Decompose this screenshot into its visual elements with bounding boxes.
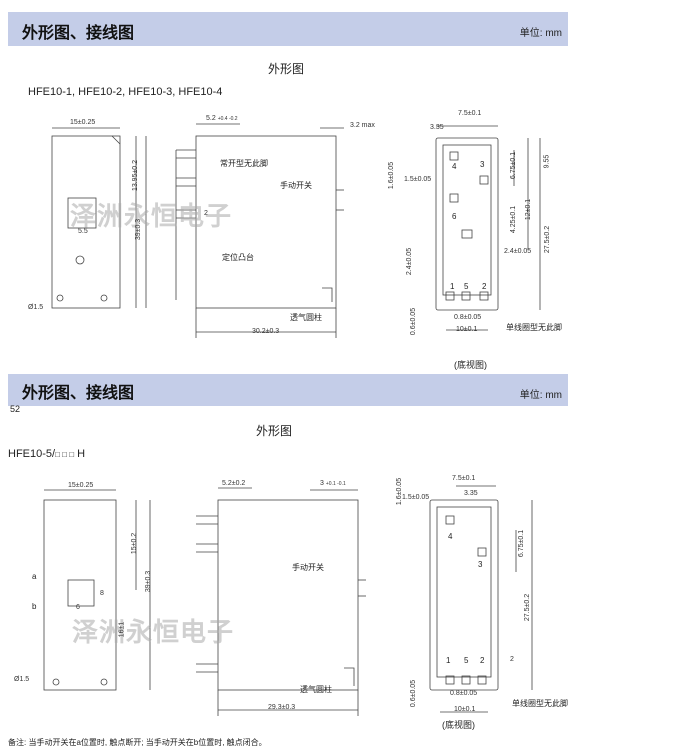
section2-title: 外形图、接线图 bbox=[22, 385, 135, 402]
s1-front-h2: 39±0.3 bbox=[135, 218, 143, 241]
s2-pin-3: 3 bbox=[478, 560, 483, 569]
section1-drawing-title: 外形图 bbox=[268, 62, 305, 76]
s1-bottom-675: 6.75±0.1 bbox=[510, 151, 518, 180]
s1-bottom-75: 7.5±0.1 bbox=[458, 110, 482, 117]
s2-bottom-675: 6.75±0.1 bbox=[518, 529, 526, 558]
s2-bottom-06: 0.6±0.05 bbox=[410, 679, 418, 708]
s2-label-vent: 透气圆柱 bbox=[300, 685, 332, 694]
s2-side-len: 29.3±0.3 bbox=[268, 704, 296, 711]
section2-unit: 单位: mm bbox=[519, 390, 562, 401]
section1-models: HFE10-1, HFE10-2, HFE10-3, HFE10-4 bbox=[28, 86, 223, 98]
s2-front-6: 6 bbox=[76, 604, 80, 611]
section1-header-band: 外形图、接线图 单位: mm bbox=[8, 12, 568, 46]
s1-label-no-pin: 常开型无此脚 bbox=[220, 159, 268, 168]
s2-pin-4: 4 bbox=[448, 532, 453, 541]
s1-side-len: 30.2±0.3 bbox=[252, 328, 280, 335]
s1-label-vent: 透气圆柱 bbox=[290, 313, 322, 322]
s1-bottom-425: 4.25±0.1 bbox=[510, 205, 518, 234]
s2-bottom-2: 2 bbox=[510, 656, 514, 663]
s1-bottom-body bbox=[435, 137, 499, 311]
s1-side-top: 5.2 +0.4 -0.2 bbox=[206, 115, 238, 122]
s2-front-h2: 39±0.3 bbox=[145, 570, 153, 593]
s1-pin-1: 1 bbox=[450, 282, 455, 291]
watermark-2: 泽洲永恒电子 bbox=[72, 617, 235, 647]
s1-side-max: 3.2 max bbox=[350, 122, 375, 129]
s2-front-h1: 15±0.2 bbox=[131, 532, 139, 555]
s2-label-single-pin: 单线圈型无此脚 bbox=[512, 699, 568, 708]
s2-bottom-16: 1.6±0.05 bbox=[396, 477, 404, 506]
s1-bottom-10: 10±0.1 bbox=[456, 326, 478, 333]
s1-bottom-16: 1.6±0.05 bbox=[388, 161, 396, 190]
s2-bottom-275: 27.5±0.2 bbox=[524, 593, 532, 622]
s1-bottom-335: 3.35 bbox=[430, 124, 444, 131]
s1-pin-5: 5 bbox=[464, 282, 469, 291]
s2-pin-2: 2 bbox=[480, 656, 485, 665]
s1-pin-3: 3 bbox=[480, 160, 485, 169]
s2-pin-5: 5 bbox=[464, 656, 469, 665]
s1-front-width: 15±0.25 bbox=[70, 119, 96, 126]
s1-bottom-955: 9.55 bbox=[543, 154, 551, 169]
page-number: 52 bbox=[10, 404, 21, 414]
s2-bottom-08: 0.8±0.05 bbox=[450, 690, 478, 697]
s2-front-width: 15±0.25 bbox=[68, 482, 94, 489]
s1-pin-6: 6 bbox=[452, 212, 457, 221]
s2-pin-1: 1 bbox=[446, 656, 451, 665]
s1-pin-2: 2 bbox=[482, 282, 487, 291]
s2-front-b: b bbox=[32, 602, 37, 611]
s2-front-16: 16±1 bbox=[118, 621, 126, 638]
watermark-1: 泽洲永恒电子 bbox=[70, 201, 233, 231]
s2-bottom-335: 3.35 bbox=[464, 490, 478, 497]
s2-bottom-body bbox=[429, 499, 499, 691]
s2-bottom-75: 7.5±0.1 bbox=[452, 475, 476, 482]
s1-side-pin: 2 bbox=[204, 210, 208, 217]
s1-bottom-08: 0.8±0.05 bbox=[454, 314, 482, 321]
s1-label-single-pin: 单线圈型无此脚 bbox=[506, 323, 562, 332]
section2-header-band: 外形图、接线图 单位: mm bbox=[8, 374, 568, 406]
s1-bottom-24b: 2.4±0.05 bbox=[504, 248, 532, 255]
s1-label-manual: 手动开关 bbox=[280, 181, 312, 190]
s1-bottom-12: 12±0.1 bbox=[525, 198, 533, 221]
s1-bottom-24a: 2.4±0.05 bbox=[406, 247, 414, 276]
s2-label-bottom-view: (底视图) bbox=[442, 720, 475, 730]
s1-bottom-275: 27.5±0.2 bbox=[544, 225, 552, 254]
s1-front-h1: 13.95±0.2 bbox=[132, 159, 140, 192]
s2-front-8: 8 bbox=[100, 590, 104, 597]
s1-side-body bbox=[195, 135, 337, 309]
s2-side-top: 5.2±0.2 bbox=[222, 480, 246, 487]
s2-side-body bbox=[217, 499, 359, 691]
section2-drawing-title: 外形图 bbox=[256, 424, 293, 438]
s2-label-manual: 手动开关 bbox=[292, 563, 324, 572]
footnote: 备注: 当手动开关在a位置时, 触点断开; 当手动开关在b位置时, 触点闭合。 bbox=[8, 738, 267, 747]
s1-label-boss: 定位凸台 bbox=[222, 253, 254, 262]
s1-pin-4: 4 bbox=[452, 162, 457, 171]
s2-front-body bbox=[43, 499, 117, 691]
s1-front-small: 5.5 bbox=[78, 228, 88, 235]
s1-bottom-06: 0.6±0.05 bbox=[410, 307, 418, 336]
s1-label-bottom-view: (底视图) bbox=[454, 360, 487, 370]
s2-front-hole: Ø1.5 bbox=[14, 676, 30, 683]
section1-title: 外形图、接线图 bbox=[22, 25, 135, 42]
s2-bottom-15: 1.5±0.05 bbox=[402, 494, 430, 501]
s2-bottom-10: 10±0.1 bbox=[454, 706, 476, 713]
s2-front-a: a bbox=[32, 572, 37, 581]
s1-bottom-15: 1.5±0.05 bbox=[404, 176, 432, 183]
section2-model: HFE10-5/□ □ □ H bbox=[8, 448, 86, 460]
section1-unit: 单位: mm bbox=[519, 28, 562, 39]
s1-front-hole: Ø1.5 bbox=[28, 304, 44, 311]
s2-side-3: 3 +0.1 -0.1 bbox=[320, 480, 346, 487]
s1-front-body bbox=[51, 135, 121, 309]
